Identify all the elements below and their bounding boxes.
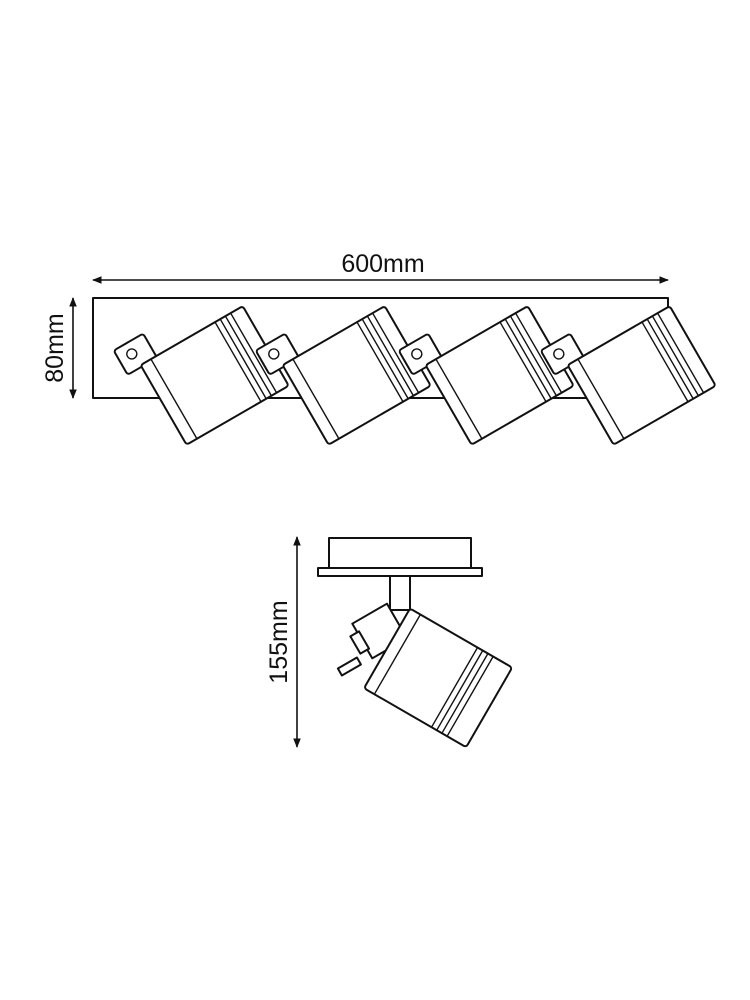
side-view-spotlight [317, 537, 513, 748]
spotlight-row [112, 305, 717, 446]
ceiling-plate [328, 537, 472, 569]
ceiling-plate-rim [317, 567, 483, 577]
height-dimension-label: 80mm [41, 313, 69, 382]
projection-dimension-label: 155mm [265, 600, 293, 683]
width-dimension: 600mm [92, 250, 669, 284]
stem [389, 575, 411, 611]
projection-dimension: 155mm [265, 536, 301, 748]
width-dimension-label: 600mm [341, 250, 424, 278]
spotlight-1 [112, 305, 290, 446]
spotlight-body [364, 608, 513, 748]
height-dimension: 80mm [41, 297, 77, 399]
switch-tab [336, 656, 362, 677]
